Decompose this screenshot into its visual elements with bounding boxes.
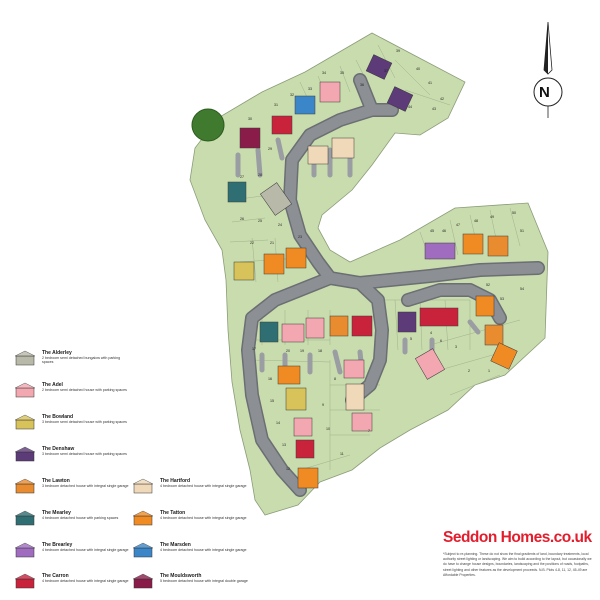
house-plot: [277, 365, 301, 385]
plot-number: 6: [440, 339, 442, 343]
plot-number: 16: [268, 377, 272, 381]
plot-number: 53: [500, 297, 504, 301]
plot-number: 47: [456, 223, 460, 227]
house-plot: [259, 321, 279, 343]
plot-number: 11: [340, 452, 344, 456]
plot-number: 7: [368, 429, 370, 433]
plot-number: 41: [428, 81, 432, 85]
tree-icon: [191, 108, 225, 142]
plot-number: 49: [490, 215, 494, 219]
plot-number: 4: [430, 331, 432, 335]
house-plot: [424, 242, 456, 260]
plot-number: 25: [258, 219, 262, 223]
plot-number: 14: [276, 421, 280, 425]
house-plot: [233, 261, 255, 281]
house-plot: [386, 86, 414, 112]
plot-number: 10: [326, 427, 330, 431]
plot-number: 28: [258, 173, 262, 177]
house-plot: [343, 359, 365, 379]
house-plot: [281, 323, 305, 343]
plot-number: 30: [248, 117, 252, 121]
house-plot: [484, 324, 504, 346]
plot-number: 32: [290, 93, 294, 97]
house-plot: [475, 295, 495, 317]
house-plot: [351, 315, 373, 337]
plot-number: 20: [286, 349, 290, 353]
house-plot: [263, 253, 285, 275]
house-plots: [227, 54, 518, 489]
house-plot: [260, 182, 292, 216]
house-plot: [294, 95, 316, 115]
house-plot: [462, 233, 484, 255]
house-plot: [397, 311, 417, 333]
house-plot: [331, 137, 355, 159]
house-plot: [307, 145, 329, 165]
plot-number: 19: [300, 349, 304, 353]
house-plot: [487, 235, 509, 257]
north-label: N: [539, 84, 550, 101]
plot-number: 48: [474, 219, 478, 223]
plot-number: 54: [520, 287, 524, 291]
plot-number: 27: [240, 175, 244, 179]
house-plot: [414, 348, 446, 380]
plot-number: 9: [322, 403, 324, 407]
plot-number: 39: [396, 49, 400, 53]
house-plot: [285, 247, 307, 269]
plot-number: 5: [410, 337, 412, 341]
plot-number: 51: [520, 229, 524, 233]
house-plot: [239, 127, 261, 149]
house-plot: [285, 387, 307, 411]
plot-number: 1: [488, 369, 490, 373]
plot-number: 33: [308, 87, 312, 91]
plot-number: 36: [360, 83, 364, 87]
house-plot: [305, 317, 325, 339]
house-plot: [227, 181, 247, 203]
plot-number: 42: [440, 97, 444, 101]
house-plot: [345, 383, 365, 411]
north-arrow-icon: [533, 21, 563, 118]
plot-number: 35: [340, 71, 344, 75]
plot-number: 52: [486, 283, 490, 287]
house-plot: [490, 342, 518, 370]
plot-number: 40: [416, 67, 420, 71]
house-plot: [419, 307, 459, 327]
house-plot: [293, 417, 313, 437]
plot-number: 18: [318, 349, 322, 353]
plot-number: 46: [442, 229, 446, 233]
plot-number: 13: [282, 443, 286, 447]
house-plot: [319, 81, 341, 103]
road-network: [235, 73, 545, 497]
plot-number: 50: [512, 211, 516, 215]
brand-logo-text[interactable]: Seddon Homes.co.uk: [443, 529, 592, 546]
house-plot: [329, 315, 349, 337]
house-plot: [295, 439, 315, 459]
house-plot: [351, 412, 373, 432]
plot-number: 23: [298, 235, 302, 239]
plot-number: 22: [250, 241, 254, 245]
plot-number: 24: [278, 223, 282, 227]
plot-number: 17: [252, 347, 256, 351]
plot-number: 2: [468, 369, 470, 373]
plot-number: 29: [268, 147, 272, 151]
plot-number: 34: [322, 71, 326, 75]
plot-number: 26: [240, 217, 244, 221]
plot-number: 37: [384, 69, 388, 73]
house-plot: [365, 54, 393, 80]
plot-number: 43: [432, 107, 436, 111]
house-plot: [271, 115, 293, 135]
plot-number: 21: [270, 241, 274, 245]
plot-number: 44: [408, 105, 412, 109]
disclaimer-text: *Subject to re-planning. These do not sh…: [443, 552, 592, 577]
plot-number: 31: [274, 103, 278, 107]
plot-number: 3: [455, 345, 457, 349]
plot-number: 15: [270, 399, 274, 403]
house-plot: [297, 467, 319, 489]
plot-number: 12: [286, 467, 290, 471]
plot-number: 45: [430, 229, 434, 233]
plot-number: 8: [334, 377, 336, 381]
